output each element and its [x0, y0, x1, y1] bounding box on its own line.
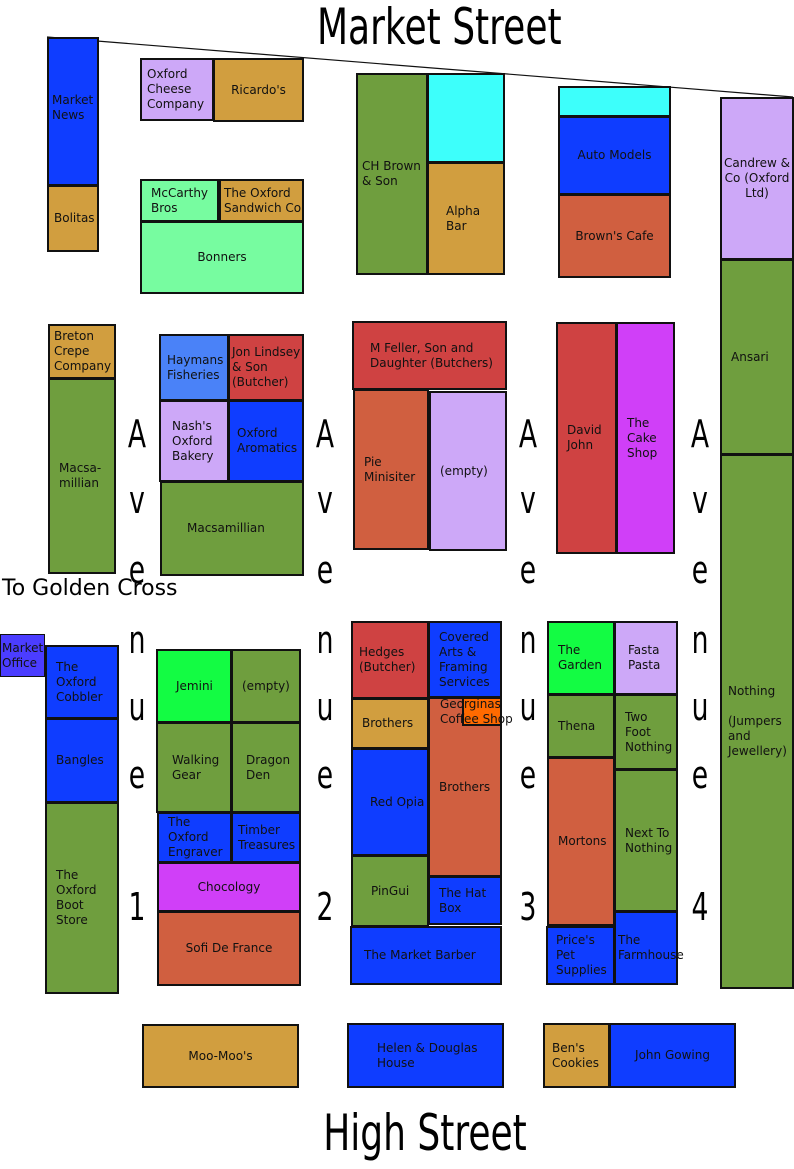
market-street-label: Market Street: [317, 0, 562, 56]
shop-ricardos[interactable]: Ricardo's: [213, 58, 304, 122]
shop-helen-and-douglas-house[interactable]: Helen & Douglas House: [347, 1023, 504, 1088]
avenue-letter: e: [316, 548, 334, 592]
avenue-letter: e: [519, 548, 537, 592]
shop-prices-pet-supplies[interactable]: Price's Pet Supplies: [546, 926, 615, 985]
avenue-letter: n: [316, 618, 334, 662]
shop-oxford-sandwich-co[interactable]: The Oxford Sandwich Co: [219, 179, 304, 222]
shop-bolitas[interactable]: Bolitas: [47, 185, 99, 252]
shop-timber-treasures[interactable]: Timber Treasures: [231, 812, 301, 863]
shop-bens-cookies[interactable]: Ben's Cookies: [543, 1023, 610, 1088]
shop-hedges-butcher[interactable]: Hedges (Butcher): [351, 621, 429, 699]
shop-nashs-oxford-bakery[interactable]: Nash's Oxford Bakery: [159, 400, 229, 482]
shop-breton-crepe-company[interactable]: Breton Crepe Company: [48, 324, 116, 379]
avenue-letter: u: [316, 685, 334, 729]
shop-macsamillian[interactable]: Macsamillian: [160, 481, 304, 576]
shop-oxford-cheese-company[interactable]: Oxford Cheese Company: [140, 58, 214, 121]
shop-mccarthy-bros[interactable]: McCarthy Bros: [140, 179, 219, 222]
shop-the-farmhouse[interactable]: The Farmhouse: [614, 911, 684, 985]
shop-the-hat-box[interactable]: The Hat Box: [428, 876, 502, 925]
shop-red-opia[interactable]: Red Opia: [351, 748, 429, 856]
avenue-number: 2: [316, 885, 334, 929]
shop-the-oxford-engraver[interactable]: The Oxford Engraver: [157, 812, 232, 863]
avenue-letter: e: [691, 753, 709, 797]
avenue-letter: v: [692, 478, 708, 522]
golden-cross-label: To Golden Cross: [2, 576, 178, 601]
shop-fasta-pasta[interactable]: Fasta Pasta: [614, 621, 678, 695]
shop-jon-lindsey-and-son[interactable]: Jon Lindsey & Son (Butcher): [228, 334, 304, 401]
avenue-number: 3: [519, 885, 537, 929]
shop-jemini[interactable]: Jemini: [156, 649, 232, 723]
shop-next-to-nothing[interactable]: Next To Nothing: [614, 769, 678, 912]
shop-walking-gear[interactable]: Walking Gear: [156, 722, 232, 813]
shop-brothers-small[interactable]: Brothers: [351, 698, 429, 749]
avenue-letter: A: [315, 412, 335, 456]
shop-john-gowing[interactable]: John Gowing: [609, 1023, 736, 1088]
avenue-letter: e: [691, 548, 709, 592]
avenue-letter: e: [519, 753, 537, 797]
shop-two-foot-nothing[interactable]: Two Foot Nothing: [614, 694, 678, 770]
shop-the-cake-shop[interactable]: The Cake Shop: [616, 322, 675, 554]
shop-sofi-de-france[interactable]: Sofi De France: [157, 911, 301, 986]
shop-thena[interactable]: Thena: [547, 694, 615, 758]
shop-market-news[interactable]: Market News: [47, 37, 99, 186]
shop-pingui[interactable]: PinGui: [351, 855, 429, 927]
avenue-letter: v: [317, 478, 333, 522]
shop-chocology[interactable]: Chocology: [157, 862, 301, 912]
shop-the-oxford-cobbler[interactable]: The Oxford Cobbler: [45, 645, 119, 719]
shop-moo-moos[interactable]: Moo-Moo's: [142, 1024, 299, 1088]
avenue-number: 1: [128, 885, 146, 929]
avenue-letter: v: [129, 478, 145, 522]
unlabelled-unit: [558, 86, 671, 117]
shop-david-john[interactable]: David John: [556, 322, 617, 554]
avenue-letter: e: [128, 548, 146, 592]
avenue-letter: A: [690, 412, 710, 456]
avenue-letter: u: [128, 685, 146, 729]
shop-georginas-coffee-shop: Georginas Coffee Shop: [440, 697, 513, 726]
high-street-label: High Street: [323, 1104, 527, 1162]
shop-brothers[interactable]: Brothers: [428, 697, 502, 877]
shop-pie-minisiter[interactable]: Pie Minisiter: [353, 389, 429, 550]
shop-candrew-and-co[interactable]: Candrew & Co (Oxford Ltd): [720, 97, 794, 260]
avenue-letter: v: [520, 478, 536, 522]
shop-macsamillian-avenue-1[interactable]: Macsa-millian: [48, 378, 116, 574]
shop-covered-arts-and-framing[interactable]: Covered Arts & Framing Services: [428, 621, 502, 698]
shop-the-garden[interactable]: The Garden: [547, 621, 615, 695]
avenue-number: 4: [691, 885, 709, 929]
shop-bonners[interactable]: Bonners: [140, 221, 304, 294]
avenue-letter: A: [127, 412, 147, 456]
shop-georginas-coffee-shop-box[interactable]: [462, 697, 502, 726]
avenue-letter: u: [519, 685, 537, 729]
shop-browns-cafe[interactable]: Brown's Cafe: [558, 194, 671, 278]
market-office[interactable]: Market Office: [0, 634, 45, 677]
shop-dragon-den[interactable]: Dragon Den: [231, 722, 301, 813]
shop-alpha-bar[interactable]: Alpha Bar: [427, 162, 505, 275]
shop-mortons[interactable]: Mortons: [547, 757, 615, 926]
unit-empty[interactable]: (empty): [429, 391, 507, 551]
unlabelled-unit: [427, 73, 505, 163]
avenue-letter: n: [691, 618, 709, 662]
shop-the-market-barber[interactable]: The Market Barber: [350, 926, 502, 985]
shop-haymans-fisheries[interactable]: Haymans Fisheries: [159, 334, 229, 401]
avenue-letter: n: [128, 618, 146, 662]
shop-ch-brown-and-son[interactable]: CH Brown & Son: [356, 73, 428, 275]
unit-empty[interactable]: (empty): [231, 649, 301, 723]
avenue-letter: n: [519, 618, 537, 662]
shop-oxford-aromatics[interactable]: Oxford Aromatics: [228, 400, 304, 482]
avenue-letter: A: [518, 412, 538, 456]
shop-nothing-jumpers-and-jewellery[interactable]: Nothing (Jumpers and Jewellery): [720, 454, 794, 989]
shop-ansari[interactable]: Ansari: [720, 259, 794, 455]
shop-the-oxford-boot-store[interactable]: The Oxford Boot Store: [45, 802, 119, 994]
shop-m-feller-butchers[interactable]: M Feller, Son and Daughter (Butchers): [352, 321, 507, 390]
shop-auto-models[interactable]: Auto Models: [558, 116, 671, 195]
avenue-letter: e: [316, 753, 334, 797]
avenue-letter: u: [691, 685, 709, 729]
shop-bangles[interactable]: Bangles: [45, 718, 119, 803]
avenue-letter: e: [128, 753, 146, 797]
